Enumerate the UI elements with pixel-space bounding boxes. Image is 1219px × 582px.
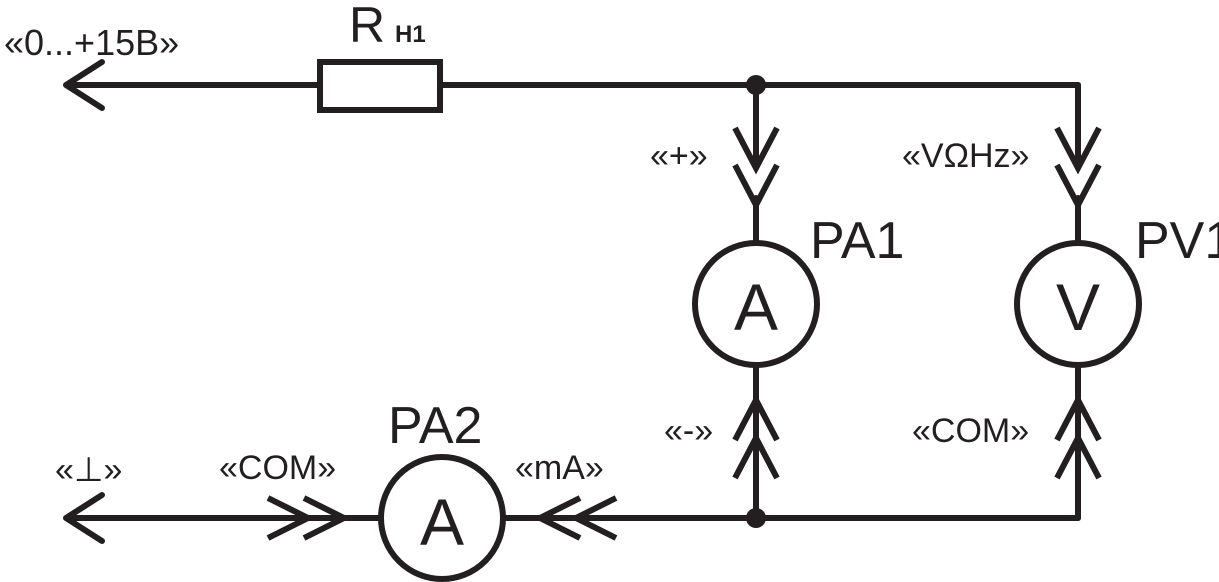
supply-label: «0...+15В» [4,22,179,63]
pa2-com-connector [266,495,384,541]
pa2-ma-label: «mA» [515,449,604,487]
supply-terminal [63,59,323,111]
pa1-designator: PA1 [810,212,904,270]
pa1-minus-label: «-» [664,412,713,450]
pv1-input-label: «VΩHz» [902,137,1029,175]
pv1-designator: PV1 [1135,212,1219,270]
pv1-com-connector [1054,362,1102,521]
pa2-ma-connector [502,495,618,541]
pa1-minus-connector [732,362,780,521]
pv1-com-label: «COM» [912,412,1029,450]
pa1-symbol: A [734,270,778,344]
ground-label: «⊥» [55,451,122,489]
pa2-com-label: «COM» [219,449,336,487]
ground-terminal [63,492,303,544]
pa2-designator: PA2 [388,397,482,455]
pa1-plus-label: «+» [650,137,708,175]
pv1-input-connector [1054,82,1102,246]
pa2-symbol: A [420,485,464,559]
pv1-symbol: V [1056,270,1100,344]
resistor-symbol: R [349,0,385,53]
resistor-subscript: Н1 [395,21,426,48]
resistor-rn1 [317,59,443,113]
pa1-plus-connector [732,82,780,246]
